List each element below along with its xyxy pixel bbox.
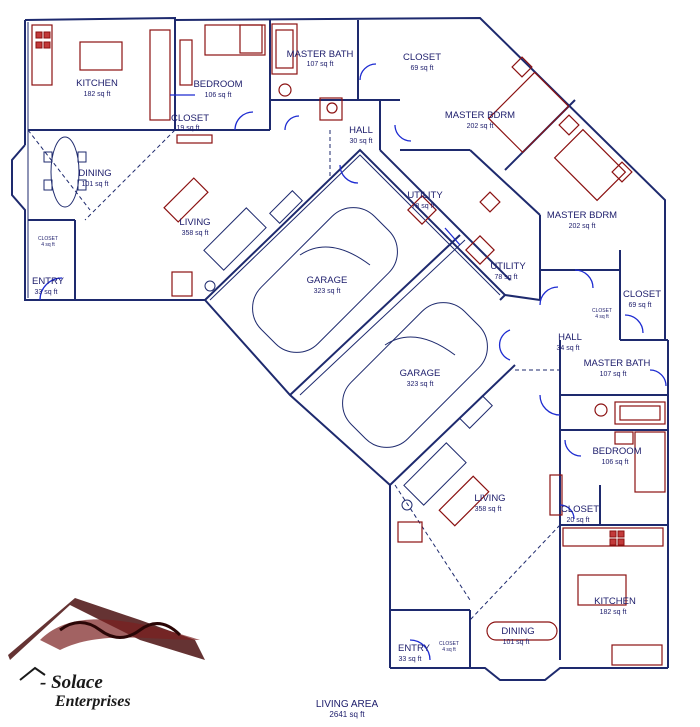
room-name-dining-b: DINING (501, 626, 534, 637)
room-name-utility-a: UTILITY (407, 190, 443, 201)
room-name-utility-b: UTILITY (490, 261, 526, 272)
room-name-bedroom-a: BEDROOM (193, 79, 242, 90)
room-name-bedroom-b: BEDROOM (592, 446, 641, 457)
room-name-closet-b: CLOSET (623, 289, 661, 300)
room-name-closet-small-a: CLOSET (171, 113, 209, 124)
room-labels: KITCHEN 182 sq ft BEDROOM 106 sq ft MAST… (32, 49, 661, 663)
room-name-master-bath-b: MASTER BATH (584, 358, 651, 369)
room-area-utility-a: 78 sq ft (412, 203, 435, 210)
room-name-entry-b: ENTRY (398, 643, 431, 654)
interior-walls (27, 20, 668, 668)
room-area-closet-tiny-b: 4 sq ft (595, 314, 609, 320)
room-area-garage-b: 323 sq ft (407, 381, 434, 388)
room-name-garage-b: GARAGE (400, 368, 441, 379)
room-name-living-a: LIVING (179, 217, 210, 228)
room-name-master-bdrm-a: MASTER BDRM (445, 110, 515, 121)
room-area-master-bdrm-a: 202 sq ft (467, 123, 494, 130)
room-area-hall-b: 34 sq ft (557, 345, 580, 352)
room-name-closet-tiny-b: CLOSET (592, 308, 612, 314)
fixtures (31, 23, 666, 666)
room-area-dining-a: 101 sq ft (82, 181, 109, 188)
logo-line1: - Solace (40, 672, 103, 693)
room-area-master-bath-a: 107 sq ft (307, 61, 334, 68)
room-area-closet-small-a: 19 sq ft (177, 125, 200, 132)
doors (39, 63, 667, 661)
room-area-hall-a: 30 sq ft (350, 138, 373, 145)
room-area-bedroom-b: 106 sq ft (602, 459, 629, 466)
room-name-closet-small-b: CLOSET (561, 504, 599, 515)
room-area-entry-closet-a: 4 sq ft (41, 242, 55, 248)
room-name-hall-b: HALL (558, 332, 582, 343)
room-area-entry-closet-b: 4 sq ft (442, 647, 456, 653)
room-name-closet-a: CLOSET (403, 52, 441, 63)
room-area-utility-b: 78 sq ft (495, 274, 518, 281)
room-area-kitchen-b: 182 sq ft (600, 609, 627, 616)
room-area-garage-a: 323 sq ft (314, 288, 341, 295)
room-area-closet-a: 69 sq ft (411, 65, 434, 72)
room-name-kitchen-a: KITCHEN (76, 78, 118, 89)
room-name-entry-a: ENTRY (32, 276, 65, 287)
room-name-entry-closet-a: CLOSET (38, 236, 58, 242)
company-logo: - Solace Enterprises (8, 598, 205, 710)
room-area-closet-b: 69 sq ft (629, 302, 652, 309)
room-name-dining-a: DINING (78, 168, 111, 179)
room-area-living-b: 358 sq ft (475, 506, 502, 513)
room-area-dining-b: 101 sq ft (503, 639, 530, 646)
room-name-master-bdrm-b: MASTER BDRM (547, 210, 617, 221)
room-area-closet-small-b: 20 sq ft (567, 517, 590, 524)
room-name-kitchen-b: KITCHEN (594, 596, 636, 607)
room-name-garage-a: GARAGE (307, 275, 348, 286)
room-area-master-bdrm-b: 202 sq ft (569, 223, 596, 230)
logo-line2: Enterprises (54, 693, 131, 710)
room-area-master-bath-b: 107 sq ft (600, 371, 627, 378)
room-area-living-a: 358 sq ft (182, 230, 209, 237)
room-name-living-b: LIVING (474, 493, 505, 504)
room-area-bedroom-a: 106 sq ft (205, 92, 232, 99)
room-name-master-bath-a: MASTER BATH (287, 49, 354, 60)
living-area-value: 2641 sq ft (329, 710, 365, 719)
room-area-entry-b: 33 sq ft (399, 656, 422, 663)
room-area-kitchen-a: 182 sq ft (84, 91, 111, 98)
room-name-entry-closet-b: CLOSET (439, 641, 459, 647)
room-name-hall-a: HALL (349, 125, 373, 136)
furniture (43, 136, 493, 511)
room-area-entry-a: 33 sq ft (35, 289, 58, 296)
living-area-total: LIVING AREA 2641 sq ft (316, 699, 379, 719)
living-area-label: LIVING AREA (316, 699, 379, 710)
